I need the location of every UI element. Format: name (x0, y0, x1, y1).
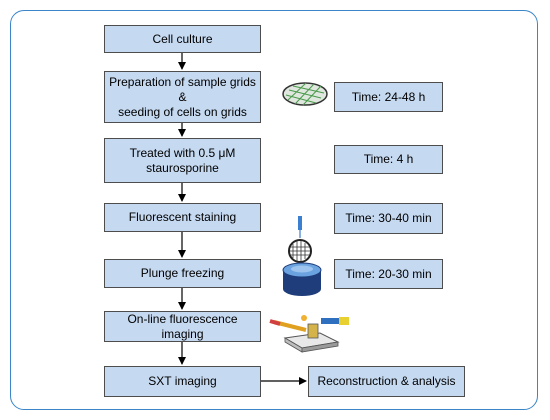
pipette-grid-icon (288, 216, 312, 263)
cryo-dewar-icon (282, 262, 322, 296)
time-20-30min: Time: 20-30 min (334, 259, 443, 289)
microscope-stage-icon (269, 315, 349, 353)
diagram-frame (10, 10, 538, 410)
step-fluorescent-staining: Fluorescent staining (104, 203, 261, 232)
grid-icon (282, 82, 328, 106)
step-sxt-imaging: SXT imaging (104, 366, 261, 397)
step-cell-culture: Cell culture (104, 25, 261, 53)
step-plunge-freezing: Plunge freezing (104, 259, 261, 288)
time-30-40min: Time: 30-40 min (334, 203, 443, 234)
step-online-fluorescence: On-line fluorescence imaging (104, 311, 261, 342)
reconstruction-analysis: Reconstruction & analysis (308, 366, 465, 397)
time-4h: Time: 4 h (334, 145, 443, 174)
step-preparation-grids: Preparation of sample grids & seeding of… (104, 71, 261, 123)
step-staurosporine: Treated with 0.5 μM staurosporine (104, 138, 261, 183)
time-24-48h: Time: 24-48 h (334, 82, 443, 112)
